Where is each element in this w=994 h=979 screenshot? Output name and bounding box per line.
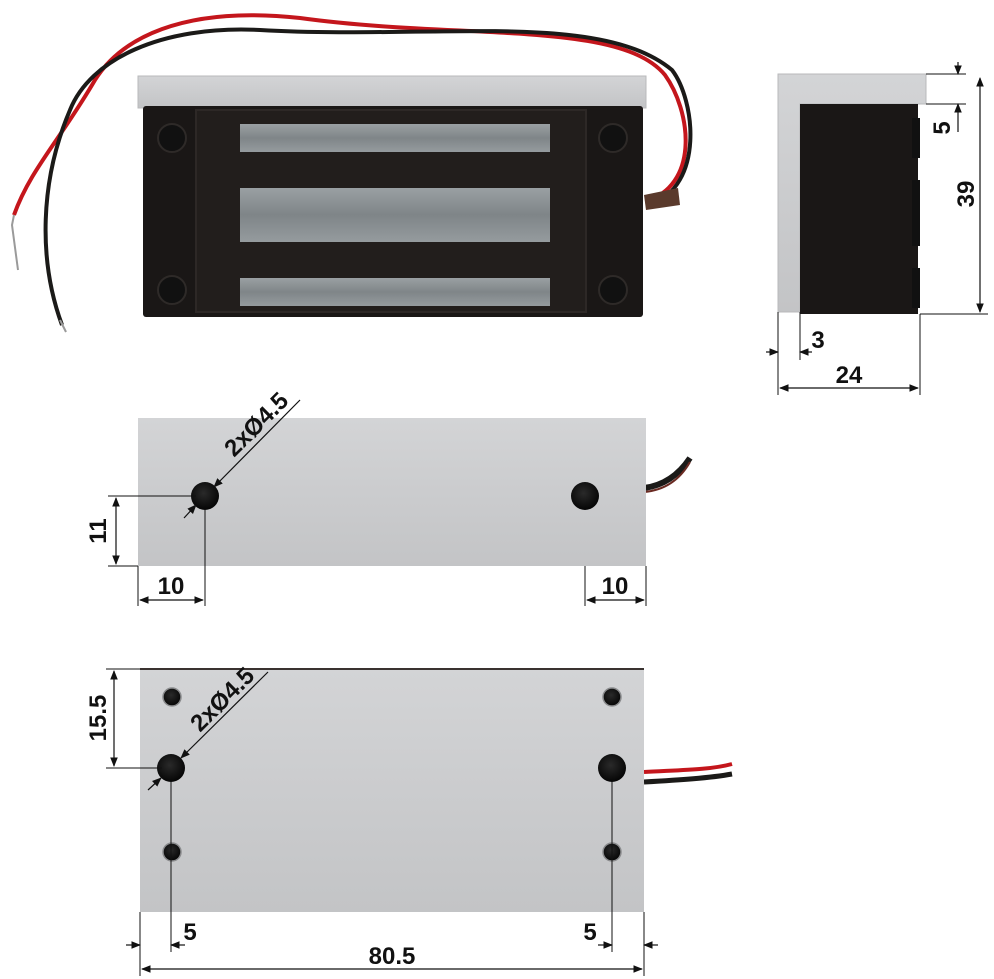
dim-top-hole-left: 10 [158, 573, 185, 600]
screw-icon [157, 123, 187, 153]
side-magnet-rib [912, 118, 920, 158]
steel-strip [240, 278, 550, 306]
side-magnet-rib [912, 180, 920, 246]
dim-top-hole-offset: 11 [85, 518, 112, 543]
aluminium-plate [137, 75, 647, 109]
top-wire-red [643, 461, 691, 493]
dim-bottom-hole-right: 5 [583, 919, 596, 946]
bottom-wire [643, 762, 733, 774]
black-wire [43, 27, 693, 326]
side-view: 5 39 3 24 [766, 62, 988, 395]
top-view: 2xØ4.5 11 10 10 [85, 387, 693, 606]
bottom-wire [643, 771, 733, 785]
dim-side-top-step: 5 [929, 121, 956, 134]
red-wire [12, 13, 688, 216]
dim-bottom-hole-offset: 15.5 [85, 695, 112, 742]
mounting-hole [571, 482, 599, 510]
dim-bottom-hole-left: 5 [183, 919, 196, 946]
mounting-hole [191, 482, 219, 510]
dim-side-lip: 3 [811, 327, 824, 354]
dim-bottom-length: 80.5 [369, 943, 416, 970]
screw-hole [162, 687, 182, 707]
side-magnet-rib [912, 268, 920, 308]
mounting-hole [598, 754, 626, 782]
dim-side-depth: 24 [836, 362, 863, 389]
screw-hole [602, 687, 622, 707]
top-wire [643, 456, 693, 491]
top-plate [138, 418, 646, 566]
black-wire-tip [59, 319, 67, 333]
mounting-hole [157, 754, 185, 782]
bottom-plate [140, 668, 644, 912]
steel-strip [240, 188, 550, 242]
wires [10, 13, 693, 333]
side-magnet-body [800, 104, 918, 314]
wire-entry [644, 188, 680, 210]
front-view [10, 13, 693, 333]
screw-icon [598, 123, 628, 153]
screw-icon [598, 275, 628, 305]
red-wire-tip [10, 214, 19, 271]
screw-hole [162, 842, 182, 862]
dim-side-height: 39 [953, 181, 980, 208]
screw-icon [157, 275, 187, 305]
steel-strip [240, 124, 550, 152]
dim-top-hole-right: 10 [602, 573, 629, 600]
bottom-view: 2xØ4.5 15.5 5 5 80.5 [85, 662, 733, 976]
